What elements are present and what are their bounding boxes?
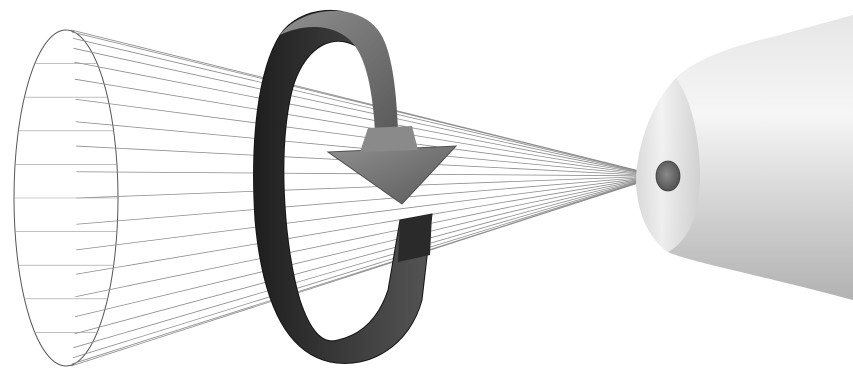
ray-line — [75, 176, 660, 297]
ray-line — [76, 176, 660, 224]
rotation-band-lower-face — [398, 214, 432, 262]
emitter-aperture — [656, 161, 680, 191]
ray-line — [74, 176, 660, 348]
ray-lines — [14, 30, 660, 366]
ray-line — [75, 176, 660, 317]
ray-line — [76, 176, 660, 274]
ray-line — [74, 176, 660, 334]
rotation-arrow-head — [328, 146, 456, 204]
rotation-arrow-neck — [360, 126, 418, 152]
